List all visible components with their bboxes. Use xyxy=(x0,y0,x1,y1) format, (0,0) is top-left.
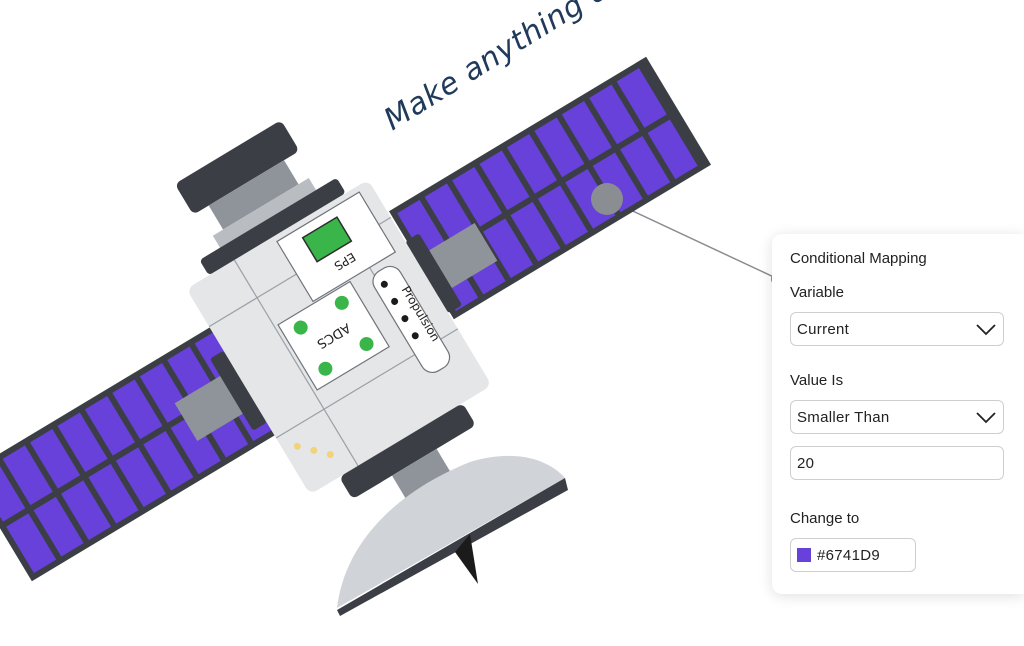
connector-line xyxy=(606,198,779,280)
color-picker-field[interactable]: #6741D9 xyxy=(790,538,916,572)
satellite-body-group: EPS ADCS Propulsion xyxy=(174,122,498,505)
status-led xyxy=(310,446,318,454)
eps-module: EPS xyxy=(276,191,397,303)
variable-select[interactable]: Current xyxy=(790,312,1004,346)
value-is-label: Value Is xyxy=(790,372,844,389)
chevron-down-icon xyxy=(976,412,996,424)
conditional-mapping-panel: Conditional Mapping Variable Current Val… xyxy=(772,234,1024,594)
color-swatch[interactable] xyxy=(797,548,811,562)
panel-target-dot xyxy=(591,183,623,215)
comparator-select-value: Smaller Than xyxy=(797,408,890,426)
threshold-input[interactable]: 20 xyxy=(790,446,1004,480)
adcs-module: ADCS xyxy=(277,280,390,391)
variable-label: Variable xyxy=(790,284,844,301)
status-led xyxy=(293,442,301,450)
status-led xyxy=(326,450,334,458)
variable-select-value: Current xyxy=(797,320,850,338)
solar-panel-left xyxy=(0,318,290,582)
panel-title: Conditional Mapping xyxy=(790,250,927,267)
antenna-dish xyxy=(337,455,568,616)
comparator-select[interactable]: Smaller Than xyxy=(790,400,1004,434)
threshold-input-value: 20 xyxy=(797,454,815,472)
color-hex-value: #6741D9 xyxy=(817,546,880,564)
chevron-down-icon xyxy=(976,324,996,336)
change-to-label: Change to xyxy=(790,510,860,527)
